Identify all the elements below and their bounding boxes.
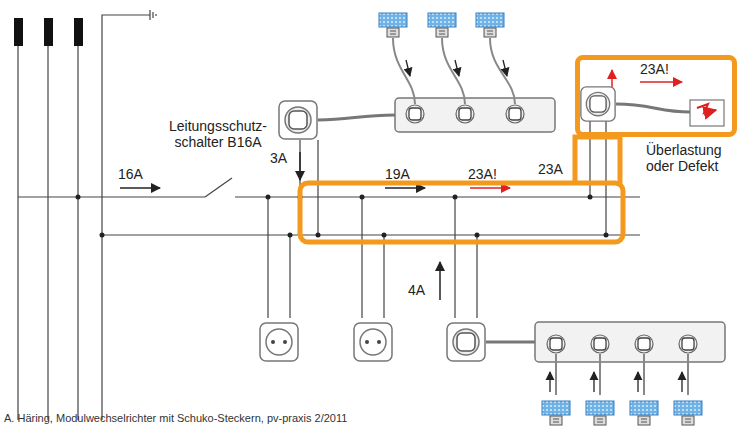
source-caption: A. Häring, Modulwechselrichter mit Schuk…: [4, 412, 347, 425]
current-label: 16A: [118, 166, 143, 182]
current-label: 4A: [408, 282, 425, 298]
current-label: 3A: [270, 150, 287, 166]
current-label: 23A!: [640, 61, 669, 77]
current-label: 19A: [385, 166, 410, 182]
current-label: 23A!: [468, 166, 497, 182]
highlight-box: 23A!: [575, 55, 737, 137]
breaker-label: Leitungsschutz- schalter B16A: [162, 118, 274, 150]
current-label: 23A: [538, 161, 563, 177]
fault-note: Überlastung oder Defekt: [646, 142, 742, 174]
